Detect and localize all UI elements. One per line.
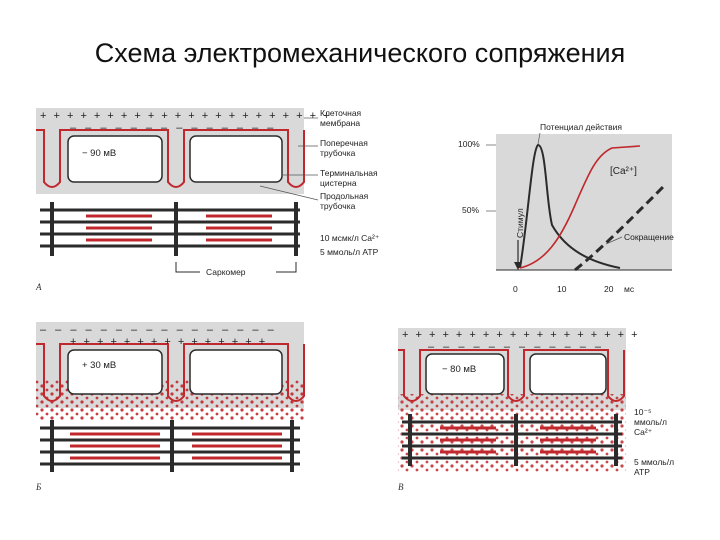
sarcomere-label: Саркомер [206,267,246,277]
action-potential-label: Потенциал действия [540,122,622,132]
membrane-potential-a: − 90 мВ [82,148,116,159]
label-ca-c-1: 10⁻⁵ [634,407,651,417]
label-cistern-1: Терминальная [320,168,378,178]
membrane-potential-b: + 30 мВ [82,360,116,371]
sarcomere-bracket [175,262,297,273]
sarcoplasmic-reticulum [67,349,163,395]
action-potential-curve [519,143,621,269]
myofilaments [402,414,622,466]
contraction-label: Сокращение [624,232,674,242]
label-longitudinal-2: трубочка [320,201,356,211]
sarcoplasmic-reticulum [529,353,607,395]
label-ca-c-3: Ca²⁺ [634,427,653,437]
action-potential-graph: 100% 50% Стимул Потенциал действия [Ca²⁺… [458,122,674,294]
cell-membrane [36,129,305,188]
x-tick-0: 0 [513,284,518,294]
panel-letter-a: А [35,282,42,292]
calcium-curve [519,145,641,269]
minus-charges: – – – – – – – – – – – – [428,341,604,353]
panel-a: + + + + + + + + + + + + + + + + + + + + … [35,108,380,292]
plus-charges: + + + + + + + + + + + + + + + + + + + + … [40,110,332,122]
label-ttubule-1: Поперечная [320,138,368,148]
panel-c: + + + + + + + + + + + + + + + + + + – – … [398,328,674,492]
sarcoplasmic-reticulum [189,349,283,395]
label-longitudinal-1: Продольная [320,191,369,201]
minus-charges: – – – – – – – – – – – – – – – – [40,324,277,336]
y-label-100: 100% [458,139,480,149]
x-tick-10: 10 [557,284,567,294]
cell-membrane [398,349,625,402]
myofilaments [40,420,300,472]
panel-letter-c: В [398,482,404,492]
contraction-curve [574,183,667,272]
sarcoplasmic-reticulum [67,135,163,183]
label-ttubule-2: трубочка [320,148,356,158]
label-atp-a: 5 ммоль/л ATP [320,247,379,257]
label-ca-a: 10 мсмк/л Ca²⁺ [320,233,380,243]
graph-background [496,134,672,270]
x-tick-20: 20 [604,284,614,294]
label-cistern-2: цистерна [320,178,357,188]
membrane-potential-c: − 80 мВ [442,364,476,375]
slide-title: Схема электромеханического сопряжения [94,38,626,68]
panel-letter-b: Б [35,482,42,492]
y-label-50: 50% [462,205,479,215]
sarcoplasmic-reticulum [189,135,283,183]
leader-lines [259,117,319,201]
plus-charges: + + + + + + + + + + + + + + + + + + [402,329,640,341]
panel-b: – – – – – – – – – – – – – – – – + + + + … [35,322,305,492]
stimulus-label: Стимул [515,208,525,238]
label-membrane-1: Клеточная [320,108,362,118]
plus-charges: + + + + + + + + + + + + + + + [70,336,267,348]
myofilaments [40,202,300,256]
cell-membrane [36,343,305,402]
sarcoplasmic-reticulum [425,353,505,395]
label-membrane-2: мембрана [320,118,360,128]
label-ca-c-2: ммоль/л [634,417,667,427]
minus-charges: – – – – – – – – – – – – – – [70,122,276,134]
label-atp-c-2: ATP [634,467,650,477]
x-unit: мс [624,284,635,294]
calcium-label: [Ca²⁺] [610,166,637,177]
label-atp-c-1: 5 ммоль/л [634,457,674,467]
